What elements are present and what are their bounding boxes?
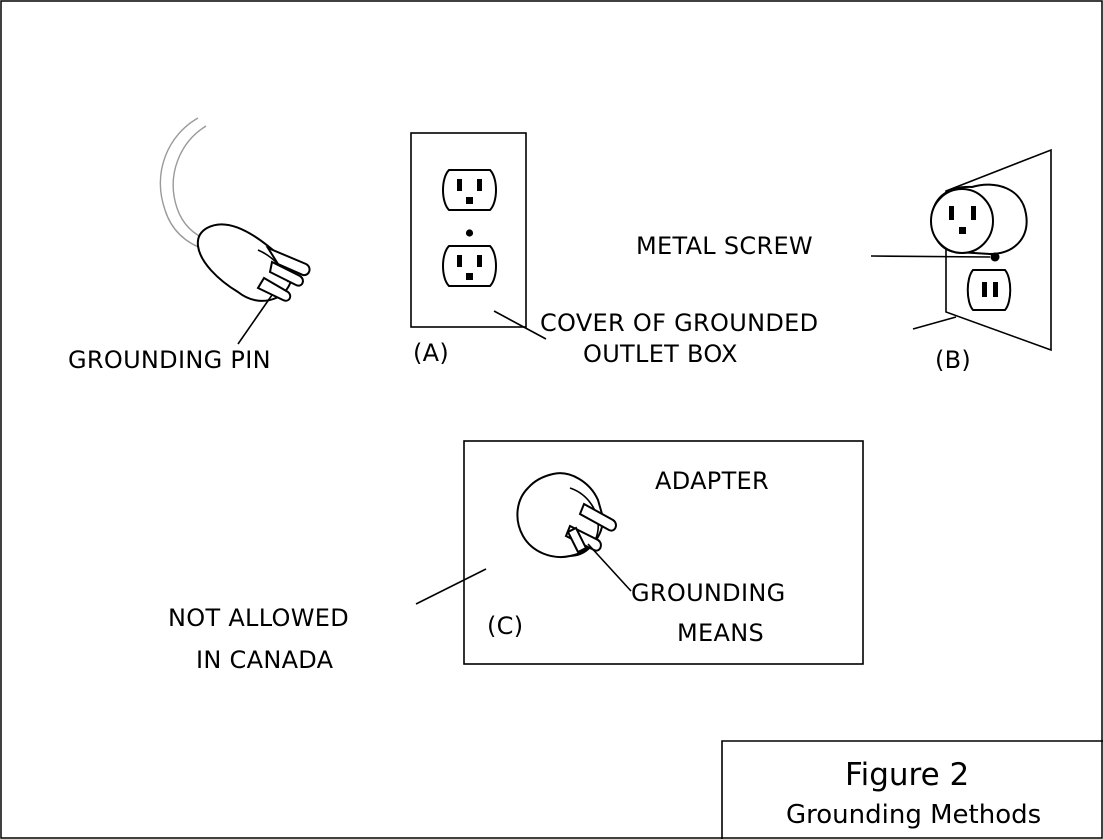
grounding-pin-label: GROUNDING PIN (68, 346, 271, 374)
not-allowed-line2: IN CANADA (196, 646, 334, 674)
cover-label-line1: COVER OF GROUNDED (540, 309, 818, 337)
grounding-means-line2: MEANS (677, 619, 764, 647)
adapter-box (463, 440, 864, 665)
label-b: (B) (935, 346, 971, 374)
not-allowed-pointer (415, 568, 487, 605)
metal-screw-label: METAL SCREW (636, 232, 813, 260)
adapter-label: ADAPTER (655, 467, 769, 495)
three-prong-plug (159, 117, 311, 345)
grounding-means-line1: GROUNDING (631, 579, 786, 607)
caption-box (721, 740, 1103, 839)
cover-label-line2: OUTLET BOX (583, 340, 738, 368)
label-a: (A) (413, 339, 449, 367)
not-allowed-line1: NOT ALLOWED (168, 604, 349, 632)
duplex-outlet-plate (410, 132, 547, 340)
figure-title: Figure 2 (845, 757, 969, 793)
label-c: (C) (487, 612, 523, 640)
figure-subtitle: Grounding Methods (786, 800, 1041, 830)
wall-outlet-with-adapter (870, 148, 1052, 352)
